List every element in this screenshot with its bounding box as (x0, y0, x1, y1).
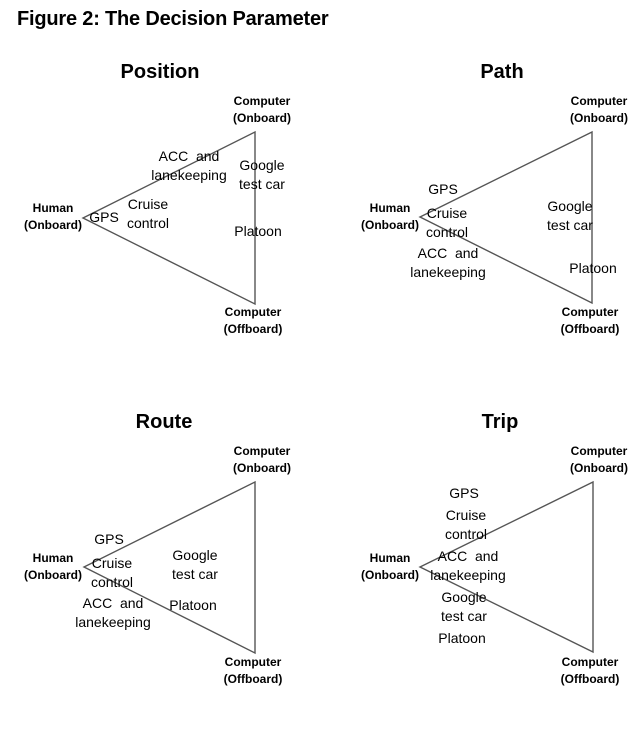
triangle-shape (81, 130, 256, 306)
vertex-label-computer-onboard: Computer(Onboard) (233, 94, 291, 125)
panel-route: Route Computer(Onboard) Computer(Offboar… (0, 400, 320, 745)
triangle-shape (418, 130, 593, 305)
panel-path: Path Computer(Onboard) Computer(Offboard… (337, 50, 640, 395)
decision-triangle (418, 130, 593, 305)
vertex-label-computer-onboard: Computer(Onboard) (570, 444, 628, 475)
decision-triangle (418, 480, 594, 654)
item-platoon: Platoon (169, 597, 217, 613)
vertex-label-computer-onboard: Computer(Onboard) (233, 444, 291, 475)
item-platoon: Platoon (234, 223, 282, 239)
figure-title: Figure 2: The Decision Parameter (17, 8, 329, 30)
item-gps: GPS (89, 209, 119, 225)
vertex-label-computer-offboard: Computer(Offboard) (223, 655, 283, 686)
item-platoon: Platoon (569, 260, 617, 276)
panel-title: Path (480, 61, 524, 83)
decision-triangle (82, 480, 256, 655)
decision-triangle (81, 130, 256, 306)
panel-title: Trip (481, 411, 519, 433)
vertex-label-computer-offboard: Computer(Offboard) (560, 655, 620, 686)
item-gps: GPS (428, 181, 458, 197)
vertex-label-computer-offboard: Computer(Offboard) (223, 305, 283, 336)
triangle-shape (82, 480, 256, 655)
vertex-label-human-onboard: Human(Onboard) (24, 551, 82, 582)
panel-title: Position (120, 61, 200, 83)
panel-position: Position Computer(Onboard) Computer(Offb… (0, 50, 320, 395)
vertex-label-human-onboard: Human(Onboard) (361, 551, 419, 582)
panel-trip: Trip Computer(Onboard) Computer(Offboard… (337, 400, 640, 745)
vertex-label-computer-onboard: Computer(Onboard) (570, 94, 628, 125)
panel-title: Route (135, 411, 193, 433)
item-platoon: Platoon (438, 630, 486, 646)
triangle-shape (418, 480, 594, 654)
vertex-label-human-onboard: Human(Onboard) (361, 201, 419, 232)
vertex-label-computer-offboard: Computer(Offboard) (560, 305, 620, 336)
item-gps: GPS (94, 531, 124, 547)
item-gps: GPS (449, 485, 479, 501)
vertex-label-human-onboard: Human(Onboard) (24, 201, 82, 232)
